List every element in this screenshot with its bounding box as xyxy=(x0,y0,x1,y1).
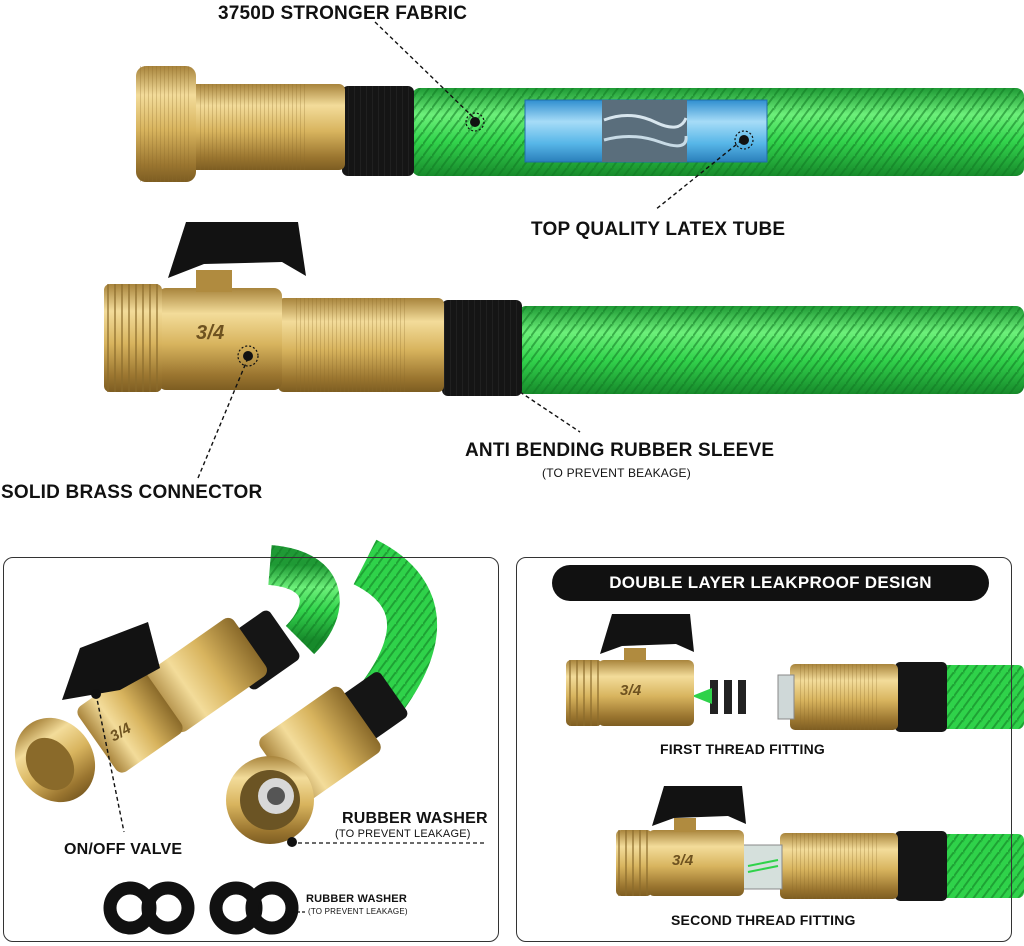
size-mark-middle: 3/4 xyxy=(196,322,225,344)
rubber-washer-small-label: RUBBER WASHER xyxy=(306,893,407,905)
first-thread-fitting-label: FIRST THREAD FITTING xyxy=(660,741,825,757)
brass-connector-label: SOLID BRASS CONNECTOR xyxy=(1,482,263,503)
latex-tube-label: TOP QUALITY LATEX TUBE xyxy=(531,219,786,240)
fabric-label: 3750D STRONGER FABRIC xyxy=(218,3,468,24)
size-mark-first-fitting: 3/4 xyxy=(620,682,642,699)
left-detail-panel xyxy=(3,557,499,942)
callout-lines xyxy=(197,21,743,479)
first-fitting-illustration xyxy=(566,614,1024,732)
rubber-washer-small-sublabel: (TO PREVENT LEAKAGE) xyxy=(308,907,408,916)
hose-top xyxy=(136,66,1024,182)
brass-connector-icon xyxy=(136,66,345,182)
ball-valve-handle-icon xyxy=(168,222,306,292)
size-mark-second-fitting: 3/4 xyxy=(672,852,694,869)
rubber-washer-icon xyxy=(103,881,299,935)
latex-tube-icon xyxy=(524,99,768,163)
sleeve-label: ANTI BENDING RUBBER SLEEVE xyxy=(465,440,775,461)
rubber-washer-label: RUBBER WASHER xyxy=(342,810,488,827)
second-thread-fitting-label: SECOND THREAD FITTING xyxy=(671,912,856,928)
leakproof-design-banner: DOUBLE LAYER LEAKPROOF DESIGN xyxy=(552,565,989,601)
second-fitting-illustration xyxy=(616,786,1024,901)
hose-middle xyxy=(104,222,1024,396)
sleeve-sublabel: (TO PREVENT BEAKAGE) xyxy=(542,466,691,480)
right-detail-panel xyxy=(516,557,1012,942)
left-panel-illustration xyxy=(14,539,486,935)
rubber-washer-sublabel: (TO PREVENT LEAKAGE) xyxy=(335,828,471,840)
on-off-valve-label: ON/OFF VALVE xyxy=(64,841,183,858)
callout-dots xyxy=(237,112,754,367)
